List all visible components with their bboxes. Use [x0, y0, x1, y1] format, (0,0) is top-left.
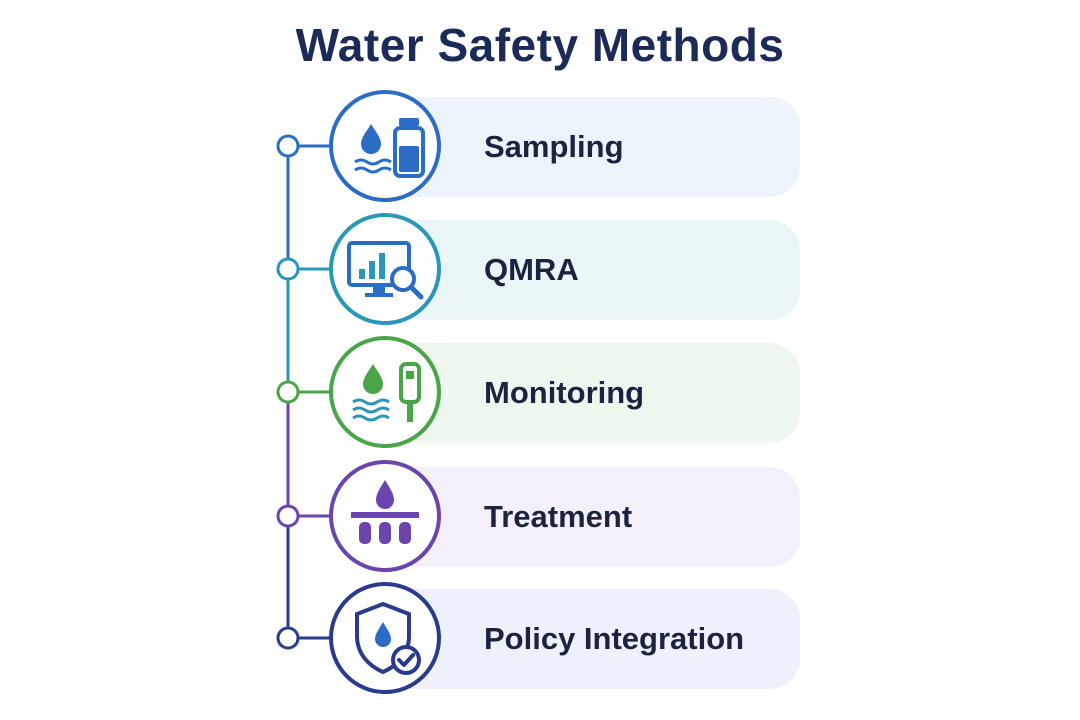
step-sampling-icon-circle: [329, 90, 441, 202]
step-policy-integration-label: Policy Integration: [484, 621, 745, 656]
timeline-node: [276, 380, 300, 404]
step-treatment-bar: [392, 467, 800, 567]
risk-analysis-icon: [347, 241, 424, 300]
step-treatment-label: Treatment: [484, 499, 633, 534]
timeline-node: [276, 504, 300, 528]
water-monitoring-icon: [352, 362, 421, 422]
step-qmra-label: QMRA: [484, 252, 579, 287]
timeline-node: [276, 134, 300, 158]
water-sample-icon: [354, 118, 425, 178]
step-qmra-bar: [392, 220, 800, 320]
step-policy-integration-bar: [392, 589, 800, 689]
timeline-node: [276, 257, 300, 281]
step-sampling-bar: [392, 97, 800, 197]
timeline-node: [276, 626, 300, 650]
shield-check-icon: [355, 601, 421, 675]
water-filtration-icon: [351, 480, 419, 544]
step-treatment-icon-circle: [329, 460, 441, 572]
step-monitoring-icon-circle: [329, 336, 441, 448]
step-monitoring-bar: [392, 343, 800, 443]
step-policy-integration-icon-circle: [329, 582, 441, 694]
step-sampling-label: Sampling: [484, 129, 624, 164]
step-monitoring-label: Monitoring: [484, 375, 645, 410]
page-title: Water Safety Methods: [295, 19, 785, 71]
step-qmra-icon-circle: [329, 213, 441, 325]
